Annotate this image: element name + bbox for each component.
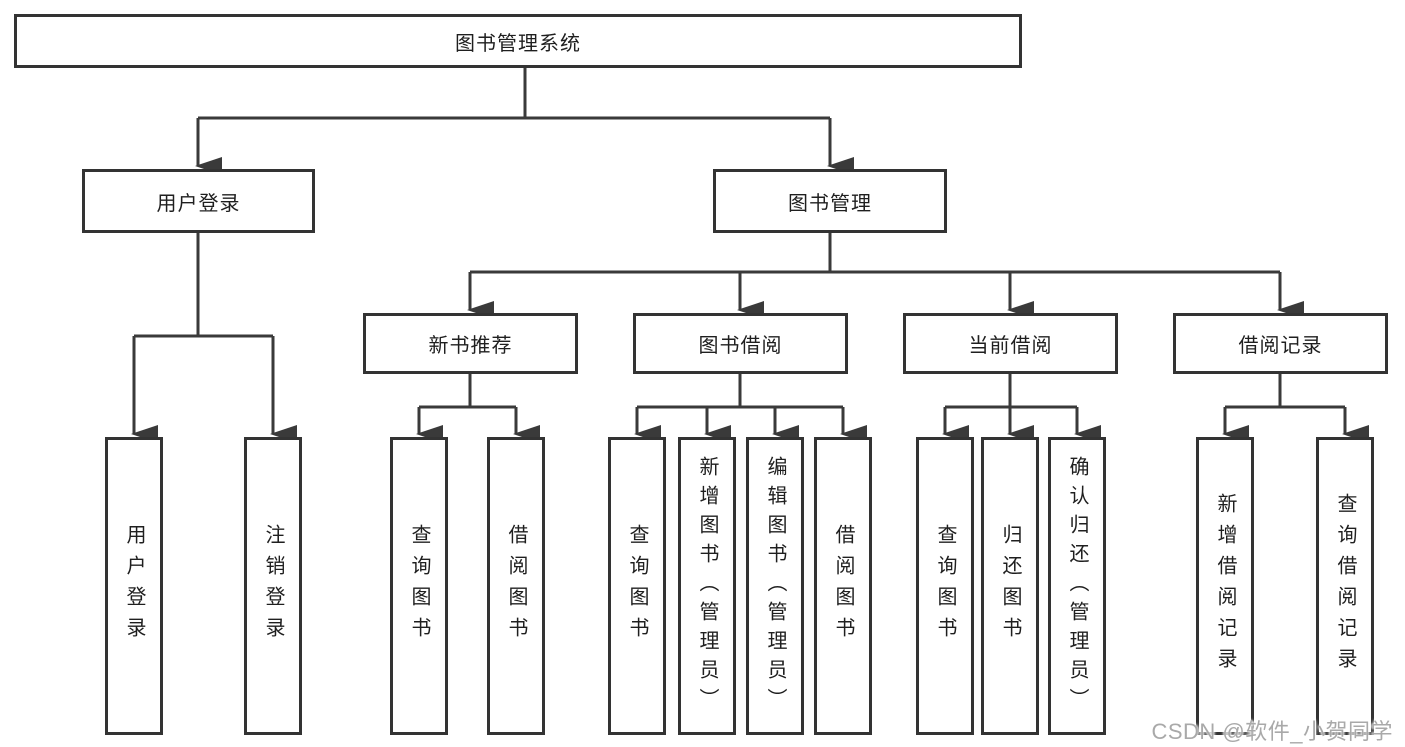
leaf-return-books: 归还图书	[981, 437, 1039, 735]
leaf-query-books-current: 查询图书	[916, 437, 974, 735]
leaf-query-books-borrowing: 查询图书	[608, 437, 666, 735]
node-label: 图书管理	[788, 192, 872, 215]
node-label: 查询借阅记录	[1334, 493, 1356, 679]
node-current-borrowing: 当前借阅	[903, 313, 1118, 374]
watermark: CSDN @软件_小贺同学	[1151, 719, 1393, 744]
node-label: 查询图书	[934, 524, 956, 648]
leaf-add-books-admin: 新增图书（管理员）	[678, 437, 736, 735]
node-label: 确认归还（管理员）	[1066, 455, 1088, 717]
node-label: 用户登录	[123, 524, 145, 648]
node-user-login: 用户登录	[82, 169, 315, 233]
node-label: 新书推荐	[428, 335, 513, 357]
node-label: 当前借阅	[968, 335, 1053, 357]
node-library-system: 图书管理系统	[14, 14, 1022, 68]
leaf-user-login: 用户登录	[105, 437, 163, 735]
leaf-logout: 注销登录	[244, 437, 302, 735]
node-label: 借阅图书	[505, 524, 527, 648]
node-label: 图书借阅	[698, 335, 783, 357]
node-label: 借阅图书	[832, 524, 854, 648]
node-label: 归还图书	[999, 524, 1021, 648]
node-label: 新增图书（管理员）	[696, 455, 718, 717]
node-label: 查询图书	[626, 524, 648, 648]
node-label: 新增借阅记录	[1214, 493, 1236, 679]
node-book-borrowing: 图书借阅	[633, 313, 848, 374]
node-label: 查询图书	[408, 524, 430, 648]
node-borrowing-records: 借阅记录	[1173, 313, 1388, 374]
node-label: 借阅记录	[1238, 335, 1323, 357]
node-new-book-recommend: 新书推荐	[363, 313, 578, 374]
node-book-management: 图书管理	[713, 169, 947, 233]
leaf-confirm-return-admin: 确认归还（管理员）	[1048, 437, 1106, 735]
node-label: 注销登录	[262, 524, 284, 648]
node-label: 用户登录	[156, 192, 241, 215]
leaf-borrow-books-borrowing: 借阅图书	[814, 437, 872, 735]
leaf-edit-books-admin: 编辑图书（管理员）	[746, 437, 804, 735]
node-label: 编辑图书（管理员）	[764, 455, 786, 717]
leaf-query-books-recommend: 查询图书	[390, 437, 448, 735]
node-label: 图书管理系统	[455, 32, 581, 55]
leaf-query-borrow-record: 查询借阅记录	[1316, 437, 1374, 735]
leaf-add-borrow-record: 新增借阅记录	[1196, 437, 1254, 735]
leaf-borrow-books-recommend: 借阅图书	[487, 437, 545, 735]
